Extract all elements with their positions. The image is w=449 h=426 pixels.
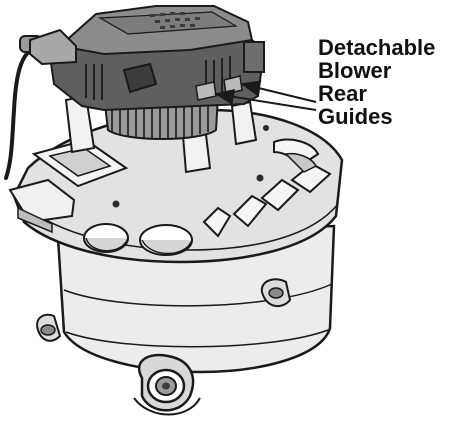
caster-wheel-left	[37, 315, 60, 341]
detachable-blower	[30, 6, 264, 110]
callout-line-3: Rear	[318, 82, 435, 105]
caster-wheel-right	[262, 279, 290, 306]
callout-line-2: Blower	[318, 59, 435, 82]
callout-line-4: Guides	[318, 105, 435, 128]
callout-line-1: Detachable	[318, 36, 435, 59]
callout-label: Detachable Blower Rear Guides	[318, 36, 435, 128]
